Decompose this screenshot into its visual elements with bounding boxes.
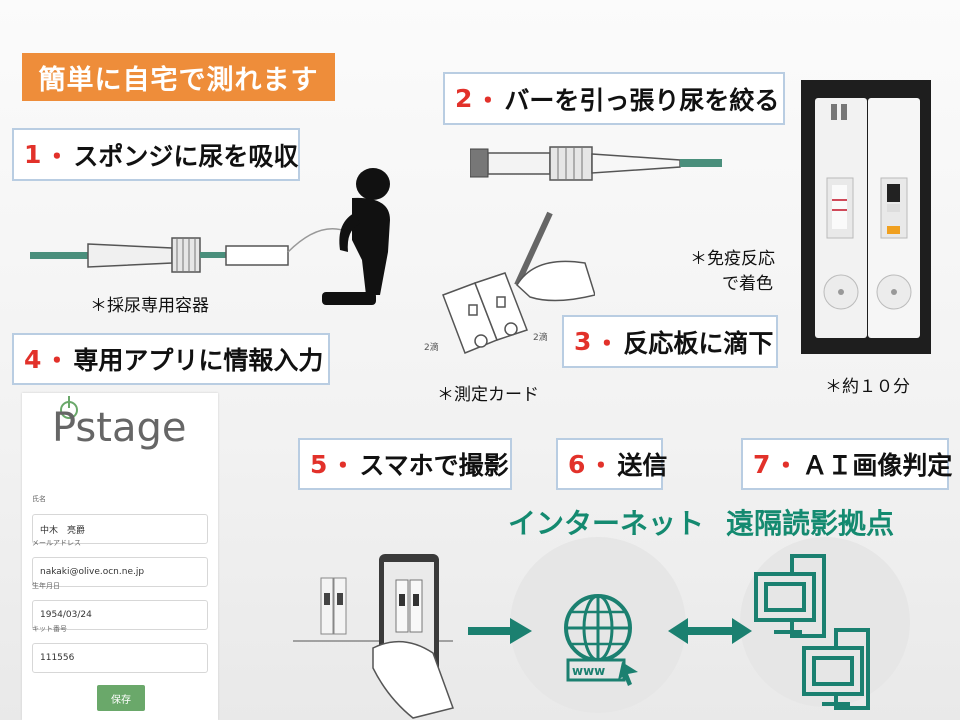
test-card [442, 272, 528, 354]
step-separator: ・ [773, 451, 799, 480]
step-separator: ・ [44, 141, 70, 171]
drop-left-label: 2滴 [424, 343, 439, 353]
test-strip-photo [801, 80, 931, 354]
step-text: 専用アプリに情報入力 [73, 346, 324, 375]
step-separator: ・ [594, 328, 620, 358]
immuno-note-line1: ＊免疫反応 [690, 249, 775, 269]
step-text: ＡＩ画像判定 [802, 451, 953, 480]
step-number: 4 [24, 344, 42, 374]
email-field[interactable]: nakaki@olive.ocn.ne.jp [32, 557, 208, 587]
drop-right-label: 2滴 [533, 333, 548, 343]
smartphone-photo-illustration [293, 554, 454, 719]
step-text: バーを引っ張り尿を絞る [504, 85, 780, 115]
step-separator: ・ [44, 346, 70, 375]
container-cap [171, 237, 201, 273]
hand [372, 640, 454, 719]
title-banner: 簡単に自宅で測れます [22, 53, 335, 101]
step-text: 送信 [617, 451, 668, 480]
strip-icon [320, 577, 334, 635]
step-text: スマホで撮影 [359, 451, 509, 480]
field-label: キット番号 [32, 625, 67, 633]
field-label: 氏名 [32, 495, 46, 503]
step-text: スポンジに尿を吸収 [73, 141, 299, 171]
step-separator: ・ [475, 85, 501, 115]
collection-container-illustration [30, 168, 390, 305]
step-6-box: 6・送信 [556, 438, 667, 490]
save-button[interactable]: 保存 [97, 685, 145, 711]
hand [516, 260, 595, 302]
step-text: 反応板に滴下 [623, 328, 774, 358]
step-separator: ・ [330, 451, 356, 480]
step-3-box: 3・反応板に滴下 [562, 315, 778, 368]
dropping-illustration [442, 211, 595, 354]
bar-cap [549, 146, 593, 181]
step-4-box: 4・専用アプリに情報入力 [12, 333, 330, 385]
globe-www-icon [564, 594, 638, 686]
field-label: 生年月日 [32, 582, 60, 590]
step-number: 5 [310, 449, 328, 479]
person-silhouette [322, 168, 390, 305]
step-1-box: 1・スポンジに尿を吸収 [12, 128, 300, 181]
app-logo: Pstage [52, 405, 187, 451]
step-separator: ・ [588, 451, 614, 480]
step-number: 3 [574, 327, 592, 356]
time-note: ＊約１０分 [825, 377, 910, 397]
title-text: 簡単に自宅で測れます [38, 64, 319, 96]
www-label: www [572, 664, 606, 678]
container-body [87, 243, 173, 268]
container-note: ＊採尿専用容器 [90, 296, 209, 316]
arrow-right-icon [468, 618, 532, 644]
internet-label: インターネット [508, 507, 705, 540]
logo-mark-icon [60, 396, 78, 419]
birthdate-field[interactable]: 1954/03/24 [32, 600, 208, 630]
step-number: 2 [455, 84, 473, 113]
urine-stream [287, 228, 349, 253]
field-label: メールアドレス [32, 539, 81, 547]
step-2-box: 2・バーを引っ張り尿を絞る [443, 72, 785, 125]
app-form-panel: 氏名 中木 亮爵 メールアドレス nakaki@olive.ocn.ne.jp … [22, 393, 218, 720]
remote-site-label: 遠隔読影拠点 [726, 507, 895, 540]
immuno-note-line2: で着色 [722, 274, 773, 294]
container-tip [225, 245, 289, 266]
sponge-stick [30, 252, 92, 259]
card-note: ＊測定カード [437, 385, 539, 405]
computer-icon [754, 554, 870, 710]
kit-number-field[interactable]: 111556 [32, 643, 208, 673]
step-number: 1 [24, 140, 42, 169]
step-number: 6 [568, 449, 586, 479]
name-field[interactable]: 中木 亮爵 [32, 514, 208, 544]
step-7-box: 7・ＡＩ画像判定 [741, 438, 953, 490]
squeeze-illustration [470, 146, 722, 181]
bar-end [470, 148, 489, 178]
double-arrow-icon [668, 618, 752, 644]
step-5-box: 5・スマホで撮影 [298, 438, 512, 490]
step-number: 7 [753, 449, 771, 479]
dropper [514, 211, 553, 287]
